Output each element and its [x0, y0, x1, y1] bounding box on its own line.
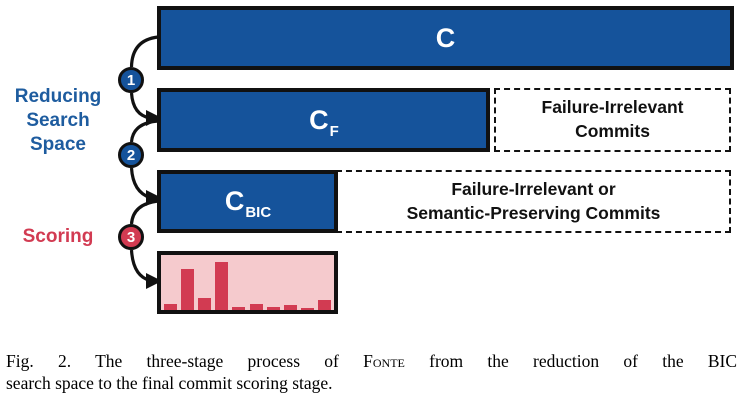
- score-box: [157, 251, 338, 314]
- caption-fonte: Fonte: [363, 351, 405, 371]
- score-bar: [164, 304, 177, 310]
- scoring-label: Scoring: [22, 226, 94, 247]
- score-bar: [249, 304, 263, 310]
- score-bar: [232, 307, 246, 310]
- commit-set-bar-c: C: [157, 6, 734, 70]
- annotation-semantic-preserving: Failure-Irrelevant or Semantic-Preservin…: [336, 170, 731, 233]
- caption-line1: Fig. 2. The three-stage process of Fonte…: [6, 351, 737, 373]
- reducing-label-line3: Space: [30, 134, 86, 155]
- arc-cf-to-step2: [129, 119, 159, 143]
- reducing-search-space-label: Reducing Search Space: [2, 85, 114, 157]
- step-2-badge: 2: [118, 142, 144, 168]
- score-bar: [283, 305, 297, 310]
- caption-line1-body: The three-stage process of: [95, 351, 339, 371]
- annotation2-line2: Semantic-Preserving Commits: [406, 202, 661, 223]
- caption-fig-number: Fig. 2.: [6, 351, 72, 371]
- bar-cbic-letter: C: [224, 186, 245, 216]
- score-bar: [300, 308, 314, 310]
- bar-cf-label: CF: [309, 104, 339, 139]
- arrowhead-cf: [146, 110, 162, 126]
- bar-cbic-subscript: BIC: [245, 204, 272, 221]
- score-bar: [198, 298, 212, 310]
- commit-set-bar-cf: CF: [157, 88, 490, 152]
- figure-caption: Fig. 2. The three-stage process of Fonte…: [6, 351, 737, 394]
- annotation-failure-irrelevant: Failure-Irrelevant Commits: [494, 88, 731, 152]
- score-bar: [215, 262, 229, 310]
- commit-set-bar-cbic: CBIC: [157, 170, 338, 233]
- arrowhead-score: [146, 273, 162, 289]
- bar-cf-letter: C: [309, 104, 329, 135]
- score-bar: [181, 269, 195, 310]
- bar-c-letter: C: [435, 22, 456, 53]
- score-bar: [266, 307, 280, 310]
- flow-arrows: [129, 35, 162, 289]
- caption-line1-rest: from the reduction of the BIC: [429, 351, 738, 371]
- annotation1-line1: Failure-Irrelevant: [541, 97, 684, 118]
- bar-cf-subscript: F: [329, 122, 339, 140]
- caption-line2: search space to the final commit scoring…: [6, 372, 333, 393]
- annotation2-line1: Failure-Irrelevant or: [451, 178, 616, 199]
- step-1-badge: 1: [118, 67, 144, 93]
- annotation1-line2: Commits: [575, 121, 650, 141]
- score-histogram: [161, 255, 334, 310]
- bar-c-label: C: [435, 22, 456, 53]
- arc-cbic-to-step3: [129, 199, 159, 225]
- step-3-badge: 3: [118, 224, 144, 250]
- score-bar: [317, 300, 331, 310]
- reducing-label-line2: Search: [26, 110, 90, 131]
- bar-cbic-label: CBIC: [224, 186, 271, 221]
- reducing-label-line1: Reducing: [14, 86, 102, 107]
- arc-c-to-step1: [129, 35, 159, 68]
- arrowhead-cbic: [146, 190, 162, 206]
